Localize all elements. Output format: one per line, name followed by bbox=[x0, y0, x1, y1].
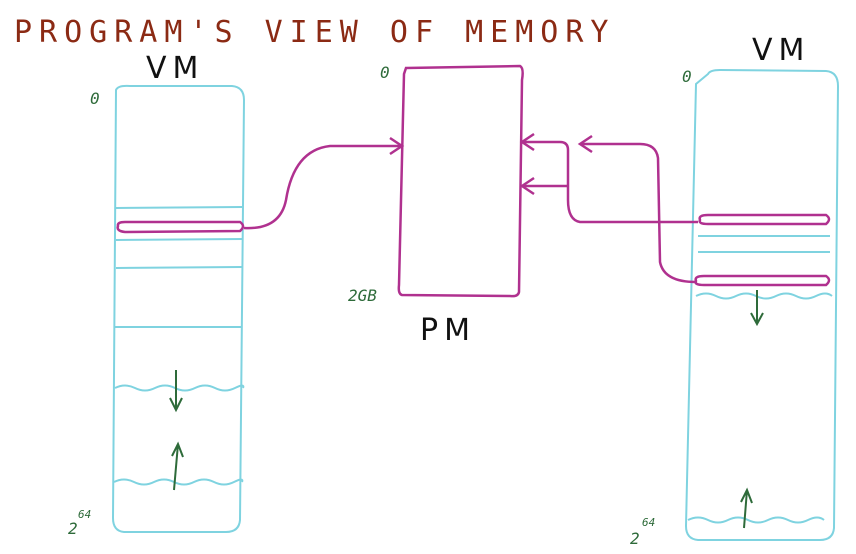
left-vm-divider-wavy bbox=[114, 384, 245, 392]
svg-text:2: 2 bbox=[68, 519, 78, 538]
right-vm-mapped-page bbox=[694, 274, 831, 287]
left-vm: VM 0 2 64 bbox=[68, 51, 246, 538]
pm-bottom-address: 2GB bbox=[348, 286, 377, 305]
left-vm-bottom-address: 2 64 bbox=[68, 508, 91, 538]
left-to-pm-arrow bbox=[243, 144, 402, 230]
right-vm-top-address: 0 bbox=[682, 67, 692, 86]
right-vm-label: VM bbox=[752, 33, 810, 68]
left-vm-box bbox=[111, 84, 246, 533]
left-vm-divider bbox=[115, 206, 244, 209]
left-vm-divider bbox=[115, 266, 243, 269]
pm-label: PM bbox=[420, 313, 476, 348]
pm-box bbox=[397, 64, 524, 298]
right-vm-bottom-address: 2 64 bbox=[630, 516, 655, 548]
left-to-pm-arrowhead bbox=[389, 136, 405, 156]
right-lower-to-pm-arrow bbox=[580, 142, 697, 284]
right-vm-down-arrow bbox=[750, 290, 764, 327]
mapping-arrows bbox=[243, 132, 698, 284]
svg-text:2: 2 bbox=[630, 529, 640, 548]
physical-memory: 0 2GB PM bbox=[348, 63, 524, 348]
right-to-pm-arrowhead bbox=[519, 132, 535, 152]
left-vm-label: VM bbox=[146, 51, 204, 86]
left-vm-divider-wavy bbox=[113, 478, 244, 486]
left-vm-top-address: 0 bbox=[90, 89, 100, 108]
left-vm-down-arrow bbox=[169, 370, 183, 413]
diagram-title: PROGRAM'S VIEW OF MEMORY bbox=[14, 15, 615, 50]
left-vm-up-arrow bbox=[171, 441, 184, 491]
right-vm-divider-wavy bbox=[687, 516, 825, 524]
right-vm: VM 0 2 64 bbox=[630, 33, 840, 548]
right-vm-divider-wavy bbox=[695, 292, 833, 300]
right-lower-arrowhead bbox=[577, 134, 593, 154]
svg-text:64: 64 bbox=[78, 508, 91, 521]
right-to-pm-arrowhead-branch bbox=[519, 176, 535, 196]
pm-top-address: 0 bbox=[380, 63, 390, 82]
right-to-pm-arrow bbox=[522, 140, 698, 224]
left-vm-divider bbox=[115, 238, 244, 241]
right-vm-box bbox=[684, 68, 840, 541]
left-vm-mapped-page bbox=[116, 220, 245, 234]
right-vm-up-arrow bbox=[740, 487, 753, 529]
right-vm-mapped-page bbox=[698, 213, 831, 226]
svg-text:64: 64 bbox=[642, 516, 655, 529]
